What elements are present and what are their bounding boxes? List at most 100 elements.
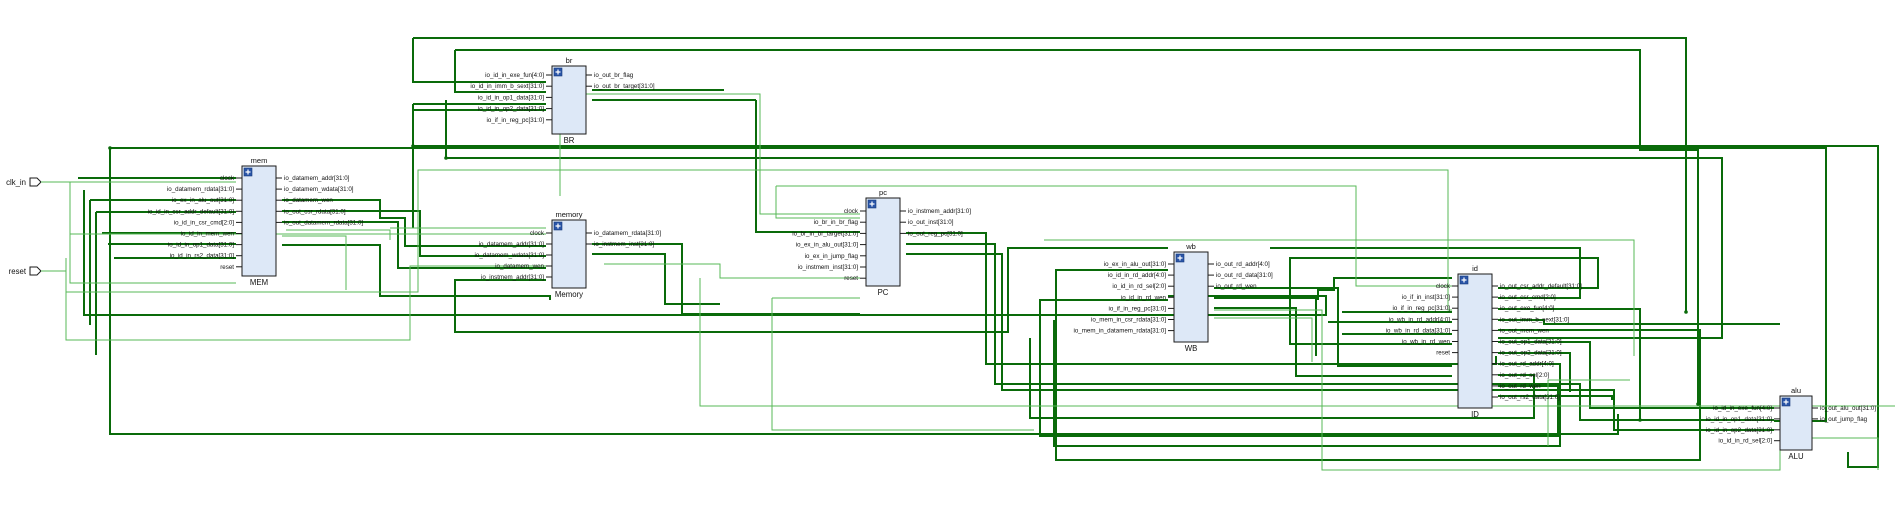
id-cell-name: ID: [1471, 410, 1479, 419]
net-wire-bus: [454, 247, 1168, 333]
port-arrow-icon: [29, 177, 42, 187]
blocks: brBRio_id_in_exe_fun[4:0]io_id_in_imm_b_…: [148, 56, 1877, 461]
net-wire-bus: [282, 199, 546, 247]
net-wire-bus: [906, 253, 1774, 431]
id-block-body[interactable]: [1457, 273, 1493, 409]
mem-input-label: io_id_in_csr_cmd[2:0]: [174, 219, 234, 226]
alu-instance-name: alu: [1791, 386, 1801, 395]
memory-input-label: io_instmem_addr[31:0]: [481, 274, 544, 281]
id-output-label: io_out_imm_b_sext[31:0]: [1500, 316, 1569, 323]
net-junction: [411, 144, 415, 148]
pc-block-body[interactable]: [865, 197, 901, 287]
net-wire-bus: [1214, 297, 1317, 356]
id-expand-plus: [1461, 277, 1467, 283]
pc-cell-name: PC: [878, 288, 889, 297]
pc-output-label: io_instmem_addr[31:0]: [908, 208, 971, 215]
br-input-label: io_id_in_exe_fun[4:0]: [485, 72, 544, 79]
net-wire-signal: [559, 93, 860, 215]
mem-input-label: io_datamem_rdata[31:0]: [167, 186, 234, 193]
net-wire-bus: [454, 279, 546, 286]
mem-expand-plus: [245, 169, 251, 175]
wb-output-label: io_out_rd_data[31:0]: [1216, 272, 1273, 279]
memory-cell-name: Memory: [555, 290, 583, 299]
pc-input-label: io_br_in_br_target[31:0]: [792, 230, 858, 237]
net-junction: [1696, 402, 1700, 406]
memory-input-label: io_datamem_wen: [495, 263, 544, 270]
wb-block-body[interactable]: [1173, 251, 1209, 343]
mem-output-label: io_datamem_addr[31:0]: [284, 175, 350, 182]
net-wire-bus: [592, 243, 860, 315]
id-block[interactable]: idIDclockio_if_in_inst[31:0]io_if_in_reg…: [1386, 264, 1582, 419]
mem-output-label: io_out_csr_rdata[31:0]: [284, 208, 346, 215]
id-input-label: io_wb_in_rd_addr[4:0]: [1389, 316, 1451, 323]
alu-input-label: io_id_in_op1_data[31:0]: [1706, 416, 1772, 423]
br-output-label: io_out_br_flag: [594, 72, 634, 79]
mem-output-label: io_datamem_wdata[31:0]: [284, 186, 354, 193]
net-wire-bus: [592, 253, 720, 305]
net-wire-signal: [286, 227, 546, 240]
id-output-label: io_out_mem_wen: [1500, 327, 1549, 334]
id-output-label: io_out_rd_wen: [1500, 383, 1541, 390]
alu-input-label: io_id_in_rd_sel[2:0]: [1718, 438, 1772, 445]
net-wire-bus: [455, 49, 1699, 404]
port-reset[interactable]: reset: [9, 266, 52, 276]
net-junction: [444, 156, 448, 160]
net-junction: [1638, 418, 1642, 422]
net-wire-bus: [1270, 247, 1581, 299]
net-wire-signal: [69, 188, 546, 270]
net-wire-bus: [412, 38, 546, 83]
memory-input-label: io_datamem_addr[31:0]: [479, 241, 545, 248]
br-block-body[interactable]: [551, 65, 587, 135]
mem-output-label: io_datamem_wen: [284, 197, 333, 204]
pc-input-label: reset: [844, 275, 858, 282]
alu-input-label: io_id_in_exe_fun[4:0]: [1713, 405, 1772, 412]
br-input-label: io_id_in_op2_data[31:0]: [478, 106, 544, 113]
id-input-label: io_wb_in_rd_data[31:0]: [1386, 327, 1451, 334]
net-wire-bus: [906, 243, 1774, 421]
net-wire-signal: [771, 297, 1034, 431]
mem-input-label: clock: [220, 175, 235, 182]
net-wire-signal: [65, 258, 546, 341]
net-wire-bus: [1498, 395, 1613, 400]
br-output-label: io_out_br_target[31:0]: [594, 83, 655, 90]
wb-output-label: io_out_rd_addr[4:0]: [1216, 261, 1270, 268]
mem-input-label: reset: [220, 264, 234, 271]
id-input-label: io_if_in_reg_pc[31:0]: [1393, 305, 1451, 312]
net-wire-signal: [775, 186, 860, 219]
net-wire-bus: [454, 50, 546, 93]
mem-block[interactable]: memMEMclockio_datamem_rdata[31:0]io_ex_i…: [148, 156, 364, 287]
alu-cell-name: ALU: [1788, 452, 1804, 461]
port-label: reset: [9, 267, 27, 276]
memory-output-label: io_instmem_inst[31:0]: [594, 241, 654, 248]
mem-output-label: io_out_datamem_rdata[31:0]: [284, 219, 363, 226]
net-wire-bus: [1498, 308, 1641, 420]
net-wire-bus: [1053, 320, 1561, 447]
id-input-label: reset: [1436, 350, 1450, 357]
id-input-label: io_if_in_inst[31:0]: [1402, 294, 1450, 301]
port-clk-in[interactable]: clk_in: [6, 177, 52, 187]
memory-block-body[interactable]: [551, 219, 587, 289]
mem-block-body[interactable]: [241, 165, 277, 277]
memory-instance-name: memory: [555, 210, 582, 219]
id-output-label: io_out_csr_addr_default[31:0]: [1500, 283, 1582, 290]
memory-block[interactable]: memoryMemoryclockio_datamem_addr[31:0]io…: [475, 210, 662, 299]
wb-input-label: io_id_in_rd_addr[4:0]: [1108, 272, 1166, 279]
wb-input-label: io_ex_in_alu_out[31:0]: [1104, 261, 1167, 268]
memory-input-label: clock: [530, 230, 545, 237]
pc-input-label: io_br_in_br_flag: [814, 219, 859, 226]
alu-output-label: io_out_jump_flag: [1820, 416, 1868, 423]
nets: [52, 37, 1895, 471]
net-wire-bus: [109, 148, 1619, 435]
net-wire-signal: [1214, 317, 1313, 362]
net-wire-bus: [446, 157, 1723, 339]
pc-block[interactable]: pcPCclockio_br_in_br_flagio_br_in_br_tar…: [792, 188, 971, 297]
net-wire-signal: [282, 235, 347, 290]
br-block[interactable]: brBRio_id_in_exe_fun[4:0]io_id_in_imm_b_…: [470, 56, 654, 145]
wb-block[interactable]: wbWBio_ex_in_alu_out[31:0]io_id_in_rd_ad…: [1073, 242, 1273, 353]
wb-output-label: io_out_rd_wen: [1216, 283, 1257, 290]
port-label: clk_in: [6, 178, 26, 187]
id-input-label: io_wb_in_rd_wen: [1402, 339, 1451, 346]
